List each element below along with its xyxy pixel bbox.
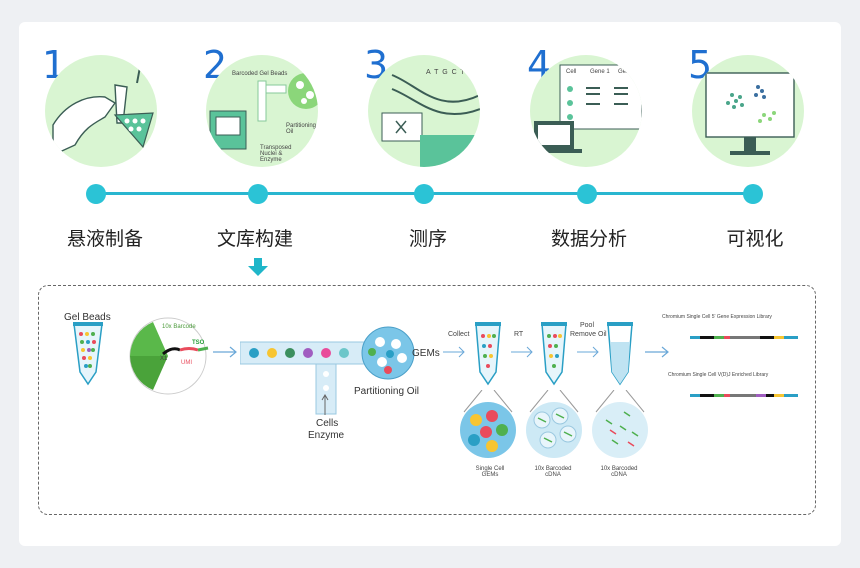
partitioning-oil-label: Partitioning Oil (354, 386, 420, 397)
single-cell-gems-zoom-icon (460, 390, 516, 458)
gel-beads-tube-icon (73, 322, 103, 386)
x1-label: X1 (160, 356, 168, 362)
step3-illustration: A T G C T (368, 55, 480, 167)
library-1-title: Chromium Single Cell 5' Gene Expression … (662, 314, 772, 320)
cells-label: Cells (316, 418, 339, 429)
tso-label: TSO (192, 340, 205, 346)
step-label-4: 数据分析 (550, 228, 627, 250)
rt-tube-icon (541, 322, 567, 386)
timeline-dot-2 (248, 184, 268, 204)
remove-oil-label: Remove Oil (570, 331, 607, 338)
rt-label: RT (514, 331, 524, 338)
timeline-dot-3 (414, 184, 434, 204)
step4-illustration: Cell Gene 1 Gene 2 (530, 55, 642, 167)
barcoded-cdna-label-2: 10x Barcoded cDNA (600, 466, 638, 478)
library-2-title: Chromium Single Cell V(D)J Enriched Libr… (668, 372, 769, 378)
step-label-3: 测序 (408, 228, 447, 250)
hand-pipette-icon (52, 55, 154, 157)
arrow-right-icon (577, 346, 599, 358)
microfluidic-channel-icon (240, 326, 415, 415)
barcode-10x-label: 10x Barcode (162, 324, 196, 330)
step5-illustration (692, 55, 804, 167)
timeline-dot-4 (577, 184, 597, 204)
pooled-cdna-zoom-icon (592, 390, 648, 458)
partitioning-oil-mini-label: Partitioning Oil (286, 123, 317, 135)
barcoded-cdna-label-1: 10x Barcoded cDNA (534, 466, 572, 478)
pooled-tube-icon (607, 322, 633, 386)
timeline-dot-5 (743, 184, 763, 204)
arrow-right-icon (213, 346, 237, 358)
gel-bead-zoom-icon (129, 317, 209, 395)
gem-tube-icon (475, 322, 501, 386)
arrow-down-icon (248, 258, 268, 276)
library-construction-detail-panel (38, 285, 816, 515)
arrow-up-icon (321, 394, 329, 415)
gene1-column-label: Gene 1 (590, 69, 610, 75)
arrow-right-icon (443, 346, 465, 358)
transposed-nuclei-label: Transposed Nuclei & Enzyme (260, 145, 292, 163)
library-1-construct-icon (690, 336, 798, 339)
single-cell-gems-label: Single Cell GEMs (475, 466, 505, 478)
step-label-5: 可视化 (726, 228, 784, 250)
gene2-column-label: Gene 2 (618, 69, 638, 75)
step1-illustration (45, 55, 157, 167)
arrow-right-icon (645, 346, 669, 358)
library-2-construct-icon (690, 394, 798, 397)
step2-illustration: Barcoded Gel Beads Partitioning Oil Tran… (206, 55, 318, 167)
dna-sequence-label: A T G C T (426, 69, 466, 76)
cell-column-label: Cell (566, 69, 577, 75)
umi-label: UMI (181, 360, 192, 366)
sequencer-icon (381, 74, 480, 167)
collect-label: Collect (448, 331, 470, 338)
step-label-2: 文库构建 (216, 228, 293, 250)
pool-label: Pool (580, 322, 595, 329)
barcoded-cdna-zoom-icon (526, 390, 582, 458)
monitor-scatter-icon (705, 72, 795, 155)
step-label-1: 悬液制备 (66, 228, 143, 250)
laptop-table-icon (530, 64, 642, 153)
enzyme-label: Enzyme (308, 430, 345, 441)
timeline-dot-1 (86, 184, 106, 204)
arrow-right-icon (511, 346, 533, 358)
microfluidic-chip-icon (209, 73, 318, 150)
gel-beads-label: Gel Beads (64, 312, 111, 323)
gems-label: GEMs (412, 348, 440, 359)
barcoded-gel-beads-label: Barcoded Gel Beads (232, 71, 288, 77)
